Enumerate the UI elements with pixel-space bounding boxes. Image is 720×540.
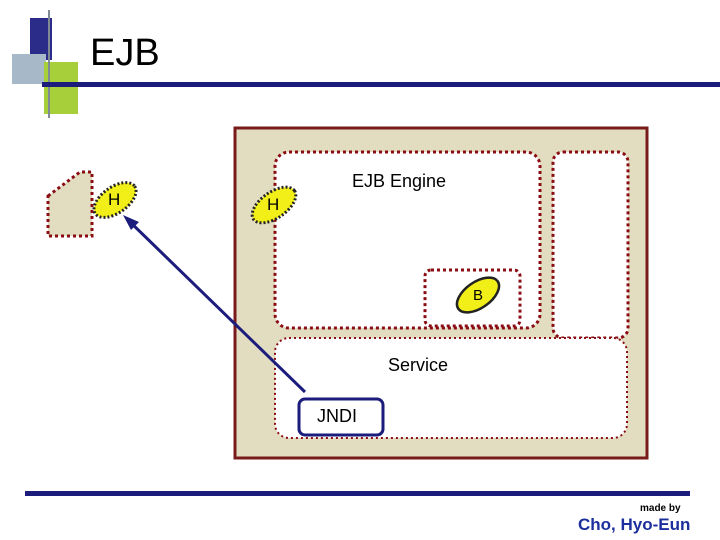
corner-decor-gray-square [12,54,46,84]
side-region [551,150,630,340]
jndi-box [297,397,385,437]
credit-made-by: made by [640,503,681,514]
footer-rule [25,491,690,496]
credit-author: Cho, Hyo-Eun [578,515,691,534]
bean-label: B [473,287,484,304]
engine-handle-label: H [267,195,280,214]
jndi-to-handle-arrow [126,218,307,394]
client-shape [46,170,94,238]
client-handle-label: H [108,190,121,209]
corner-decor-blue-square [30,18,52,60]
arrowhead-icon [123,215,139,230]
service-label: Service [388,355,449,375]
corner-decor-line-vertical [48,10,50,118]
bean-icon [455,276,501,314]
ejb-engine-label: EJB Engine [352,171,447,191]
engine-handle-icon [250,185,298,225]
slide-title: EJB [90,32,160,74]
jndi-label: JNDI [317,406,357,426]
title-rule [42,82,720,87]
